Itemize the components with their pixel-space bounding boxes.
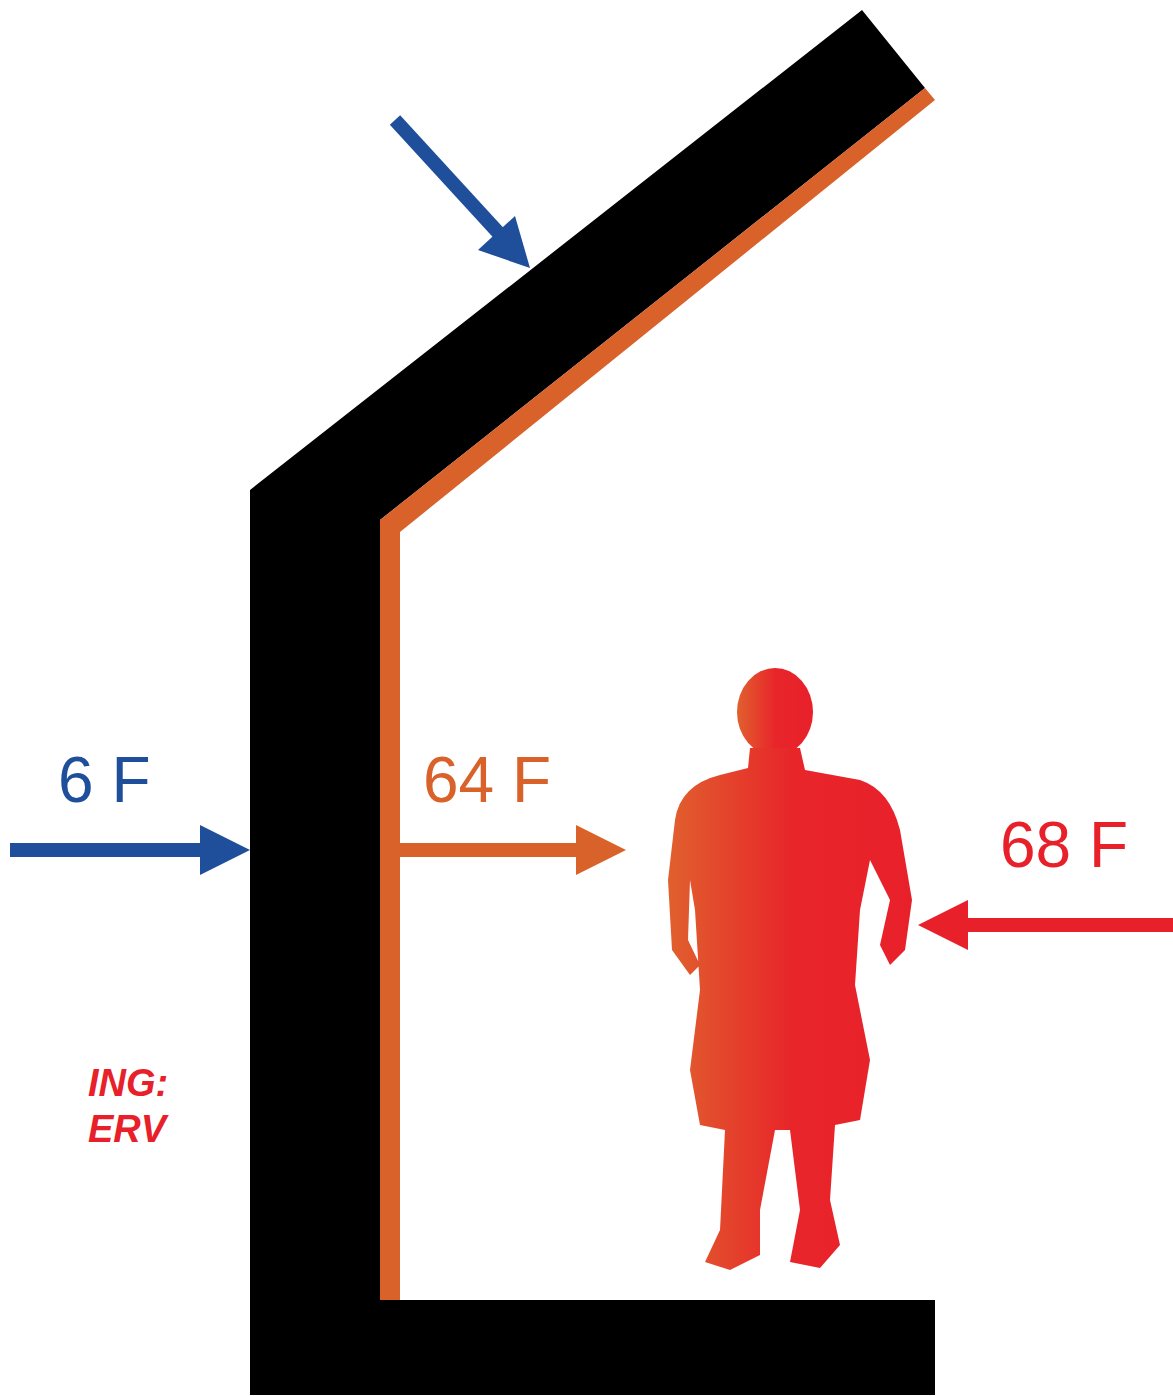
inner-warm-surface — [380, 88, 935, 1300]
room-temperature: 68 F — [1000, 813, 1128, 877]
note-fragment: ING: — [88, 1064, 168, 1102]
surface-temperature: 64 F — [423, 748, 551, 812]
roof-cold-arrow — [395, 120, 530, 268]
room-air-arrow — [918, 900, 1173, 950]
building-envelope — [250, 10, 935, 1395]
note-fragment: ERV — [88, 1110, 166, 1148]
outdoor-cold-arrow — [10, 825, 250, 875]
person-silhouette — [668, 668, 912, 1270]
wall-surface-arrow — [400, 825, 626, 875]
outdoor-temperature: 6 F — [58, 748, 150, 812]
